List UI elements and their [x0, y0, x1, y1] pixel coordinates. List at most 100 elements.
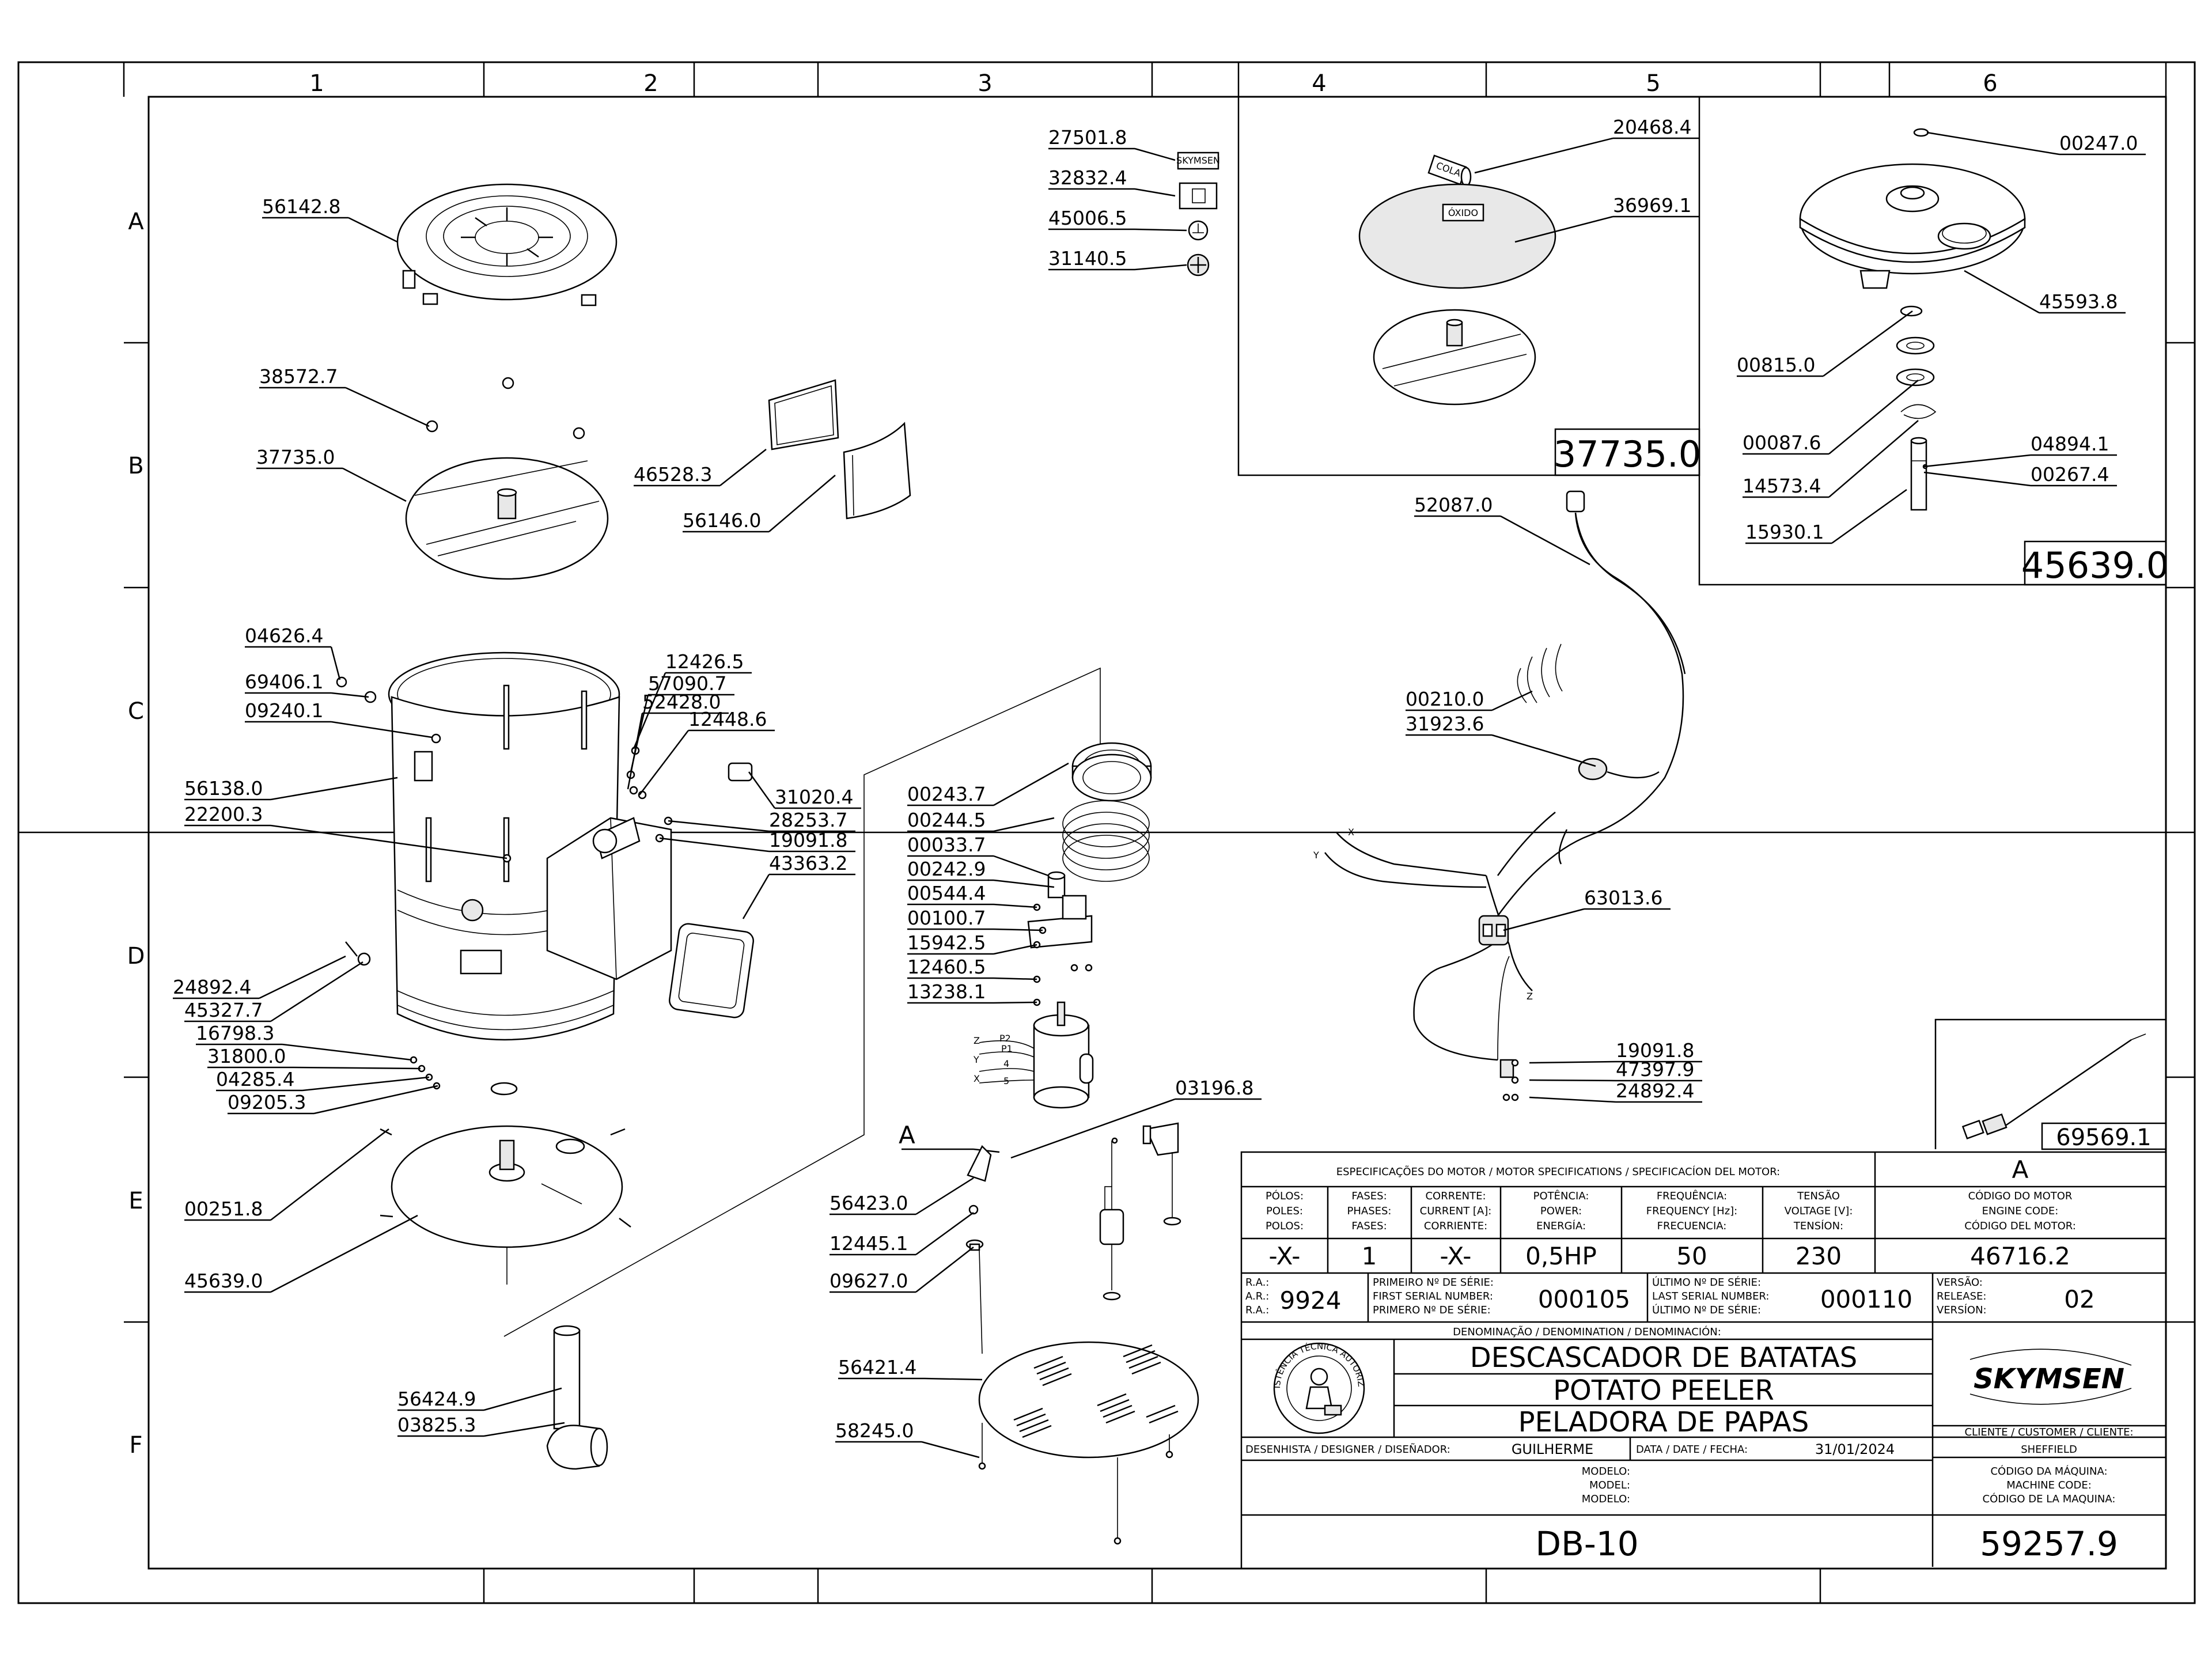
callout-leader — [483, 1422, 565, 1437]
callout-leader — [924, 1377, 983, 1381]
callout-leader — [270, 777, 398, 801]
callout-leader — [1828, 380, 1919, 454]
callout-leader — [1134, 228, 1187, 232]
callout-leader — [1923, 454, 2031, 468]
callout-label: 03825.3 — [397, 1414, 476, 1436]
grid-row-e: E — [128, 1188, 143, 1214]
machine-code-label-pt: CÓDIGO DA MÁQUINA: — [1990, 1465, 2107, 1478]
last-serial-label-pt: ÚLTIMO Nº DE SÉRIE: — [1652, 1276, 1761, 1289]
callout-leader — [270, 824, 507, 859]
callout-label: 32832.4 — [1048, 166, 1127, 189]
callout-leader — [627, 713, 643, 790]
version-label-en: RELEASE: — [1937, 1290, 1986, 1302]
callout-leader — [330, 646, 341, 680]
callout-leader — [342, 467, 407, 502]
adhesive-parts: COLA ÓXIDO — [1358, 154, 1556, 406]
callout-leader — [1474, 137, 1613, 174]
callout-label: 38572.7 — [259, 365, 338, 388]
base-feet-assembly — [965, 1122, 1199, 1545]
motor-terminal-5: 5 — [1003, 1075, 1009, 1086]
callout-leader — [993, 944, 1037, 955]
first-serial-value: 000105 — [1538, 1285, 1630, 1313]
tensao-label-es: TENSÍON: — [1793, 1219, 1843, 1232]
callout-label: 04894.1 — [2031, 433, 2109, 455]
motor-terminal-y: Y — [973, 1054, 979, 1065]
sticker-icons: SKYMSEN — [1176, 151, 1220, 276]
plate-detail-parts — [1799, 128, 2026, 511]
last-serial-value: 000110 — [1820, 1285, 1912, 1313]
spec-values: -X- 1 -X- 0,5HP 50 230 46716.2 — [1269, 1242, 2070, 1270]
callout-label: 45327.7 — [184, 999, 263, 1021]
fases-label-en: PHASES: — [1347, 1205, 1392, 1217]
designer-value: GUILHERME — [1512, 1441, 1593, 1457]
callout-leader — [921, 1441, 980, 1459]
detail-box-plate: 45639.0 — [1698, 97, 2169, 586]
callout-label: 27501.8 — [1048, 126, 1127, 149]
callout-leader — [1134, 147, 1176, 161]
callout-label: 00242.9 — [907, 858, 986, 880]
turntable-plate-part — [380, 1125, 631, 1470]
callout-leader — [993, 817, 1055, 832]
grid-labels: 1 2 3 4 5 6 A B C D E F — [127, 70, 1998, 1459]
callout-leader — [1503, 908, 1585, 931]
first-serial-label-pt: PRIMEIRO Nº DE SÉRIE: — [1373, 1276, 1494, 1289]
machine-code-value: 59257.9 — [1980, 1524, 2118, 1563]
callout-leader — [331, 721, 433, 738]
callout-label: 56138.0 — [184, 777, 263, 800]
callout-leader — [1823, 310, 1913, 377]
callout-label: 24892.4 — [1616, 1080, 1694, 1102]
callout-label: 04285.4 — [216, 1068, 294, 1090]
lid-part — [396, 183, 618, 306]
callout-leader — [1831, 488, 1907, 544]
motor-code-label-en: ENGINE CODE: — [1982, 1205, 2059, 1217]
view-a-marker: A — [899, 1121, 915, 1149]
motor-code-label-pt: CÓDIGO DO MOTOR — [1968, 1190, 2073, 1202]
callout-leader — [719, 449, 767, 486]
callout-label: 00267.4 — [2031, 463, 2109, 486]
callout-label: 12460.5 — [907, 956, 986, 978]
detail-box-number: 45639.0 — [2021, 544, 2169, 586]
callout-label: 31140.5 — [1048, 247, 1127, 270]
drum-part — [336, 652, 754, 1096]
callout-label: 03196.8 — [1175, 1077, 1253, 1099]
wiring-harness: X Y Z — [1313, 490, 1686, 1101]
frequencia-value: 50 — [1676, 1242, 1707, 1270]
product-name-es: PELADORA DE PAPAS — [1518, 1406, 1809, 1438]
callout-leader — [293, 1066, 421, 1070]
callout-label: 00815.0 — [1737, 354, 1815, 376]
potencia-value: 0,5HP — [1525, 1242, 1597, 1270]
callout-label: 09240.1 — [245, 699, 323, 722]
version-label-pt: VERSÃO: — [1937, 1276, 1983, 1289]
grid-row-d: D — [127, 943, 145, 969]
model-label-pt: MODELO: — [1582, 1465, 1630, 1478]
callout-label: 00087.6 — [1743, 431, 1821, 454]
callout-label: 00247.0 — [2059, 132, 2138, 154]
motor-terminal-p2: P2 — [999, 1033, 1011, 1044]
fases-value: 1 — [1362, 1242, 1377, 1270]
motor-terminal-x: X — [974, 1073, 980, 1084]
callout-label: 19091.8 — [1616, 1039, 1694, 1062]
callout-label: 46528.3 — [634, 463, 712, 486]
motor-spec-header: ESPECIFICAÇÕES DO MOTOR / MOTOR SPECIFIC… — [1336, 1165, 1781, 1178]
callout-label: 19091.8 — [769, 829, 847, 851]
version-label-es: VERSÍON: — [1937, 1304, 1987, 1316]
callout-leader — [345, 387, 430, 427]
first-serial-label-en: FIRST SERIAL NUMBER: — [1373, 1290, 1493, 1302]
callout-label: 24892.4 — [173, 976, 251, 998]
callout-label: 00033.7 — [907, 834, 986, 856]
model-label-es: MODELO: — [1582, 1493, 1630, 1505]
callout-label: 09627.0 — [830, 1270, 908, 1292]
fases-label-pt: FASES: — [1351, 1190, 1387, 1202]
callout-label: 69406.1 — [245, 671, 323, 693]
callout-label: 56421.4 — [838, 1356, 916, 1378]
ra-value: 9924 — [1280, 1286, 1342, 1315]
grid-row-b: B — [128, 453, 143, 479]
callout-leader — [993, 977, 1037, 980]
motor-terminal-z: Z — [974, 1035, 980, 1046]
callout-label: 14573.4 — [1743, 475, 1821, 497]
spec-column-labels: PÓLOS: POLES: POLOS: FASES: PHASES: FASE… — [1266, 1190, 2076, 1232]
callout-label: 22200.3 — [184, 803, 263, 825]
callout-leader — [282, 1043, 412, 1061]
client-value: SHEFFIELD — [2021, 1444, 2077, 1456]
